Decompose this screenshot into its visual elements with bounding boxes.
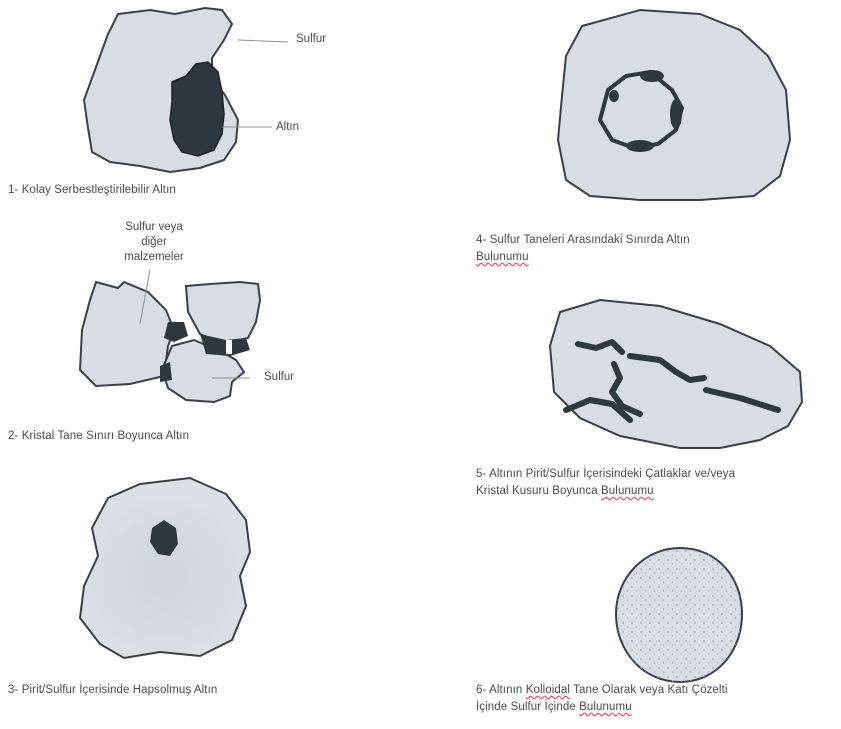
panel-4-gold-blob-2 [670,99,682,129]
panel-6-colloidal-gold-dots [616,548,742,682]
panel-2-gold-boundary-1 [164,322,188,342]
panel-6-caption-line1-c: Tane Olarak veya Katı Çözelti [570,684,727,696]
panel-3-figure [80,478,250,658]
panel-2-grain-upper-right [186,282,260,344]
panel-1-gold-label: Altın [276,120,299,135]
panel-2-other-label-line2: diğer [104,235,204,250]
panel-2-other-label-line3: malzemeler [104,250,204,265]
panel-6-caption-line1: 6- Altının Kolloidal Tane Olarak veya Ka… [476,682,728,699]
panel-2-sulfur-label: Sulfur [264,370,294,385]
panel-3-caption: 3- Pirit/Sulfur İçerisinde Hapsolmuş Alt… [8,682,217,699]
panel-1-sulfur-leader [238,40,288,42]
panel-5-caption-line2-b: Bulunumu [601,485,654,497]
panel-6-figure [616,548,742,682]
panel-5-caption: 5- Altının Pirit/Sulfur İçerisindeki Çat… [476,466,735,500]
panel-4-gold-blob-4 [609,90,619,102]
panel-5-caption-line1: 5- Altının Pirit/Sulfur İçerisindeki Çat… [476,466,735,483]
panel-5-figure [550,300,802,448]
panel-4-figure [558,10,790,200]
panel-4-caption: 4- Sulfur Taneleri Arasındaki Sınırda Al… [476,232,690,266]
panel-6-caption-line1-b: Kolloidal [526,684,570,696]
panel-2-caption: 2- Kristal Tane Sınırı Boyunca Altın [8,428,189,445]
panel-4-caption-line1: 4- Sulfur Taneleri Arasındaki Sınırda Al… [476,232,690,249]
panel-5-caption-line2: Kristal Kusuru Boyunca Bulunumu [476,483,735,500]
panel-3-pyrite-grain [80,478,250,658]
panel-1-figure [84,8,288,172]
panel-2-grain-left [80,282,174,386]
panel-2-gold-boundary-4 [226,340,232,354]
panel-4-gold-blob-3 [626,140,654,152]
panel-1-sulfur-label: Sulfur [296,32,326,47]
panel-4-caption-line2: Bulunumu [476,249,529,266]
panel-2-other-label: Sulfur veya diğer malzemeler [104,220,204,265]
panel-2-figure [80,270,260,402]
panel-6-caption-line2-b: Bulunumu [579,701,632,713]
panel-5-caption-line2-a: Kristal Kusuru Boyunca [476,485,601,497]
panel-6-caption-line1-a: 6- Altının [476,684,526,696]
panel-4-gold-blob-1 [640,70,664,82]
panel-6-caption-line2: İçinde Sulfur İçinde Bulunumu [476,699,728,716]
panel-6-caption-line2-a: İçinde Sulfur İçinde [476,701,579,713]
panel-2-other-label-line1: Sulfur veya [104,220,204,235]
panel-1-caption: 1- Kolay Serbestleştirilebilir Altın [8,182,176,199]
panel-6-caption: 6- Altının Kolloidal Tane Olarak veya Ka… [476,682,728,716]
